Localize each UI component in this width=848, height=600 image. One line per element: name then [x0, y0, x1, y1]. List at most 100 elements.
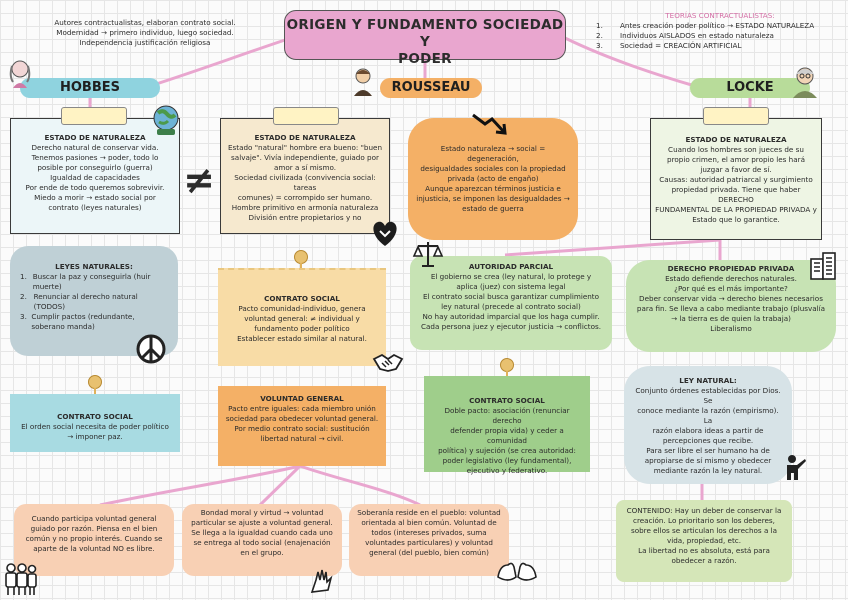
box-line: aparte de la voluntad NO es libre.: [33, 544, 155, 553]
box-line: voluntades particulares) y voluntad: [365, 538, 493, 547]
list-item: 1.Buscar la paz y conseguirla (huir muer…: [20, 272, 168, 292]
box-line: Conjunto órdenes establecidas por Dios. …: [635, 386, 781, 405]
box-line: sociedad para obedecer voluntad general.: [225, 414, 379, 423]
rousseau-estado-naturaleza: ESTADO DE NATURALEZA Estado "natural" ho…: [220, 107, 390, 234]
rousseau-voluntad-general: VOLUNTAD GENERAL Pacto entre iguales: ca…: [218, 386, 386, 466]
locke-portrait-icon: [790, 64, 820, 98]
box-line: El orden social necesita de poder políti…: [21, 422, 169, 431]
title-line: ORIGEN Y FUNDAMENTO SOCIEDAD Y: [286, 17, 564, 50]
list-item: 3. Cumplir pactos (redundante, soberano m…: [20, 312, 168, 332]
box-line: ejecutivo y federativo.: [466, 466, 548, 475]
list-text: Sociedad = CREACIÓN ARTIFICIAL: [620, 41, 742, 50]
box-line: general (del pueblo, bien común): [369, 548, 489, 557]
people-group-icon: [2, 560, 38, 596]
box-line: razón elabora ideas a partir de: [652, 426, 764, 435]
author-label: LOCKE: [726, 80, 774, 95]
box-line: El gobierno se crea (ley natural, lo pro…: [430, 272, 592, 281]
box-line: Deber conservar vida → derecho bienes ne…: [639, 294, 823, 303]
list-item: 1. Antes creación poder político → ESTADO…: [596, 21, 844, 31]
box-line: Cuando los hombres son jueces de su: [668, 145, 804, 154]
hobbes-portrait-icon: [6, 58, 34, 88]
box-heading: ESTADO DE NATURALEZA: [685, 135, 787, 144]
box-line: vida, propiedad, etc.: [666, 536, 742, 545]
box-line: Bondad moral y virtud → voluntad: [200, 508, 324, 517]
author-label: HOBBES: [60, 80, 120, 95]
pin-stem: [94, 388, 96, 396]
rousseau-bottom-soberania: Soberanía reside en el pueblo: voluntad …: [349, 504, 509, 576]
box-line: División entre propietarios y no: [248, 213, 362, 222]
box-line: Estado defiende derechos naturales.: [665, 274, 797, 283]
box-heading: AUTORIDAD PARCIAL: [468, 262, 554, 271]
list-number: 2.: [20, 292, 27, 301]
intro-line: Modernidad → primero individuo, luego so…: [56, 28, 234, 37]
list-number: 1.: [596, 21, 603, 30]
box-line: propio crimen, el amor propio les hará: [667, 155, 805, 164]
box-line: privada (acto de engaño): [447, 174, 539, 183]
box-line: Soberanía reside en el pueblo: voluntad: [357, 508, 501, 517]
box-line: Derecho natural de conservar vida.: [31, 143, 159, 152]
scales-icon: [412, 238, 444, 270]
list-text: Antes creación poder político → ESTADO N…: [620, 21, 815, 30]
pin-icon: [500, 358, 514, 372]
box-line: comunes) = corrompido ser humano.: [237, 193, 373, 202]
rousseau-bottom-libertad: Cuando participa voluntad general guiado…: [14, 504, 174, 576]
trend-down-icon: [470, 110, 510, 138]
box-line: guiado por razón. Piensa en el bien: [30, 524, 158, 533]
tape-decoration: [703, 107, 769, 125]
list-item: 2.Individuos AISLADOS en estado naturale…: [596, 31, 844, 41]
handshake-icon: [372, 348, 404, 376]
box-heading: LEYES NATURALES:: [55, 262, 133, 271]
box-line: ley natural (precede al contrato social): [441, 302, 581, 311]
locke-ley-natural: LEY NATURAL: Conjunto órdenes establecid…: [624, 366, 792, 484]
list-number: 3.: [20, 312, 27, 321]
list-item: 2.Renunciar al derecho natural (TODOS): [20, 292, 168, 312]
box-line: obedecer a razón.: [671, 556, 737, 565]
box-line: sobre ellos se articulan los derechos a …: [630, 526, 778, 535]
box-line: particular se ajuste a voluntad general.: [191, 518, 333, 527]
box-line: Miedo a morir → estado social por: [34, 193, 156, 202]
rousseau-contrato-social: CONTRATO SOCIAL Pacto comunidad-individu…: [218, 268, 386, 366]
box-heading: ESTADO DE NATURALEZA: [44, 133, 146, 142]
box-line: todos (intereses privados, suma: [371, 528, 487, 537]
list-text: Buscar la paz y conseguirla (huir muerte…: [32, 272, 151, 291]
person-teaching-icon: [782, 452, 810, 482]
box-line: No hay autoridad imparcial que los haga …: [422, 312, 600, 321]
intro-left: Autores contractualistas, elaboran contr…: [14, 18, 276, 48]
globe-icon: [148, 102, 184, 138]
box-line: Para ser libre el ser humano ha de: [646, 446, 770, 455]
list-item: 3.Sociedad = CREACIÓN ARTIFICIAL: [596, 41, 844, 51]
rousseau-degeneracion: Estado naturaleza → social = degeneració…: [408, 118, 578, 240]
strong-arms-icon: [494, 556, 540, 586]
box-line: → la tierra es de quien la trabaja): [671, 314, 791, 323]
box-line: Aunque aparezcan términos justicia e: [425, 184, 561, 193]
box-line: poder legislativo (ley fundamental),: [442, 456, 572, 465]
not-equal-symbol: ≠: [183, 158, 215, 202]
box-line: Establecer estado similar al natural.: [237, 334, 367, 343]
box-line: ¿Por qué es el más importante?: [674, 284, 788, 293]
box-line: injusticia, se imponen las desigualdades…: [416, 194, 570, 203]
box-line: Pacto comunidad-individuo, genera: [238, 304, 366, 313]
box-line: Igualdad de capacidades: [50, 173, 140, 182]
box-line: fundamento poder político: [254, 324, 350, 333]
box-line: El contrato social busca garantizar cump…: [422, 292, 600, 301]
box-line: apropiarse de sí mismo y obedecer: [644, 456, 772, 465]
locke-estado-naturaleza: ESTADO DE NATURALEZA Cuando los hombres …: [650, 107, 822, 240]
box-line: contrato (leyes naturales): [48, 203, 142, 212]
author-locke: LOCKE: [690, 78, 810, 98]
list-text: Cumplir pactos (redundante, soberano man…: [31, 312, 135, 331]
hand-wave-icon: [306, 566, 336, 596]
box-line: política) y sujeción (se crea autoridad:: [438, 446, 576, 455]
box-line: creación. Lo prioritario son los deberes…: [633, 516, 775, 525]
intro-right-heading: TEORÍAS CONTRACTUALISTAS:: [665, 11, 775, 20]
box-line: Por ende de todo queremos sobrevivir.: [25, 183, 165, 192]
not-equal-icon: ≠: [180, 158, 218, 202]
intro-right: TEORÍAS CONTRACTUALISTAS: 1. Antes creaci…: [596, 11, 844, 51]
box-heading: DERECHO PROPIEDAD PRIVADA: [667, 264, 795, 273]
box-line: Sociedad civilizada (convivencia social:…: [234, 173, 376, 192]
box-line: Doble pacto: asociación (renunciar derec…: [444, 406, 570, 425]
box-line: Por medio contrato social: sustitución: [234, 424, 370, 433]
box-line: estado de guerra: [462, 204, 524, 213]
box-line: orientada al bien común. Voluntad de: [361, 518, 497, 527]
box-line: Hombre primitivo en armonía naturaleza: [231, 203, 379, 212]
